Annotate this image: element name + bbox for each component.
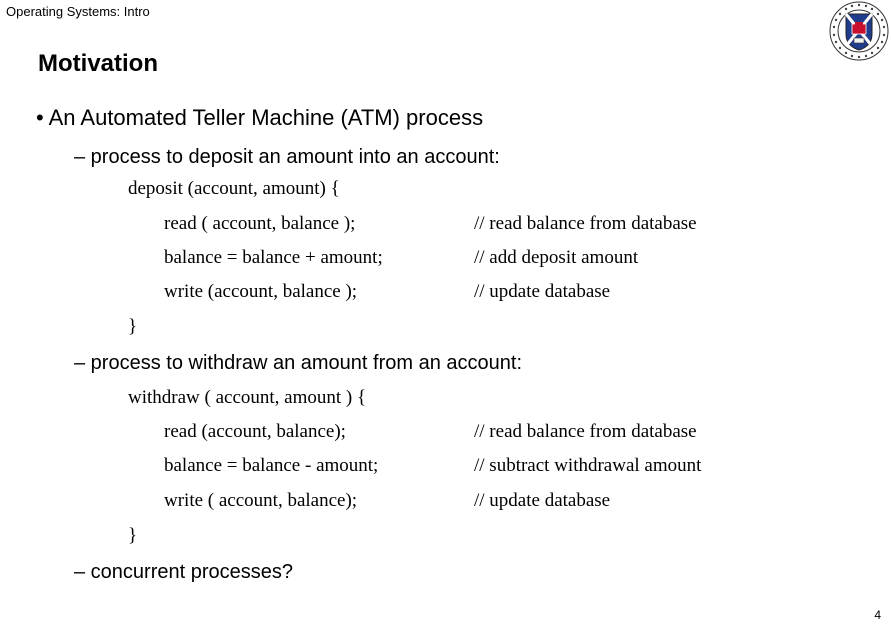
course-header: Operating Systems: Intro — [6, 4, 150, 19]
withdraw-code-comment: // read balance from database — [474, 421, 697, 442]
concurrent-subpoint: – concurrent processes? — [74, 561, 294, 583]
deposit-code-line: read ( account, balance ); — [164, 213, 356, 234]
deposit-code-line: write (account, balance ); — [164, 281, 358, 302]
deposit-code-comment: // read balance from database — [474, 213, 697, 234]
withdraw-function-open: withdraw ( account, amount ) { — [128, 387, 367, 408]
withdraw-subpoint: – process to withdraw an amount from an … — [74, 352, 523, 374]
withdraw-code-line: read (account, balance); — [164, 421, 346, 442]
withdraw-code-comment: // update database — [474, 490, 611, 511]
withdraw-code-comment: // subtract withdrawal amount — [474, 455, 702, 476]
deposit-function-open: deposit (account, amount) { — [128, 178, 340, 199]
deposit-function-close: } — [128, 316, 138, 337]
withdraw-code-line: balance = balance - amount; — [164, 455, 379, 476]
withdraw-function-close: } — [128, 525, 138, 546]
deposit-code-comment: // update database — [474, 281, 611, 302]
withdraw-code-line: write ( account, balance); — [164, 490, 358, 511]
slide-title: Motivation — [38, 50, 158, 77]
deposit-subpoint: – process to deposit an amount into an a… — [74, 146, 500, 168]
deposit-code-line: balance = balance + amount; — [164, 247, 383, 268]
main-bullet: • An Automated Teller Machine (ATM) proc… — [36, 105, 484, 130]
page-number: 4 — [874, 608, 881, 622]
university-crest-icon — [828, 0, 890, 66]
deposit-code-comment: // add deposit amount — [474, 247, 639, 268]
